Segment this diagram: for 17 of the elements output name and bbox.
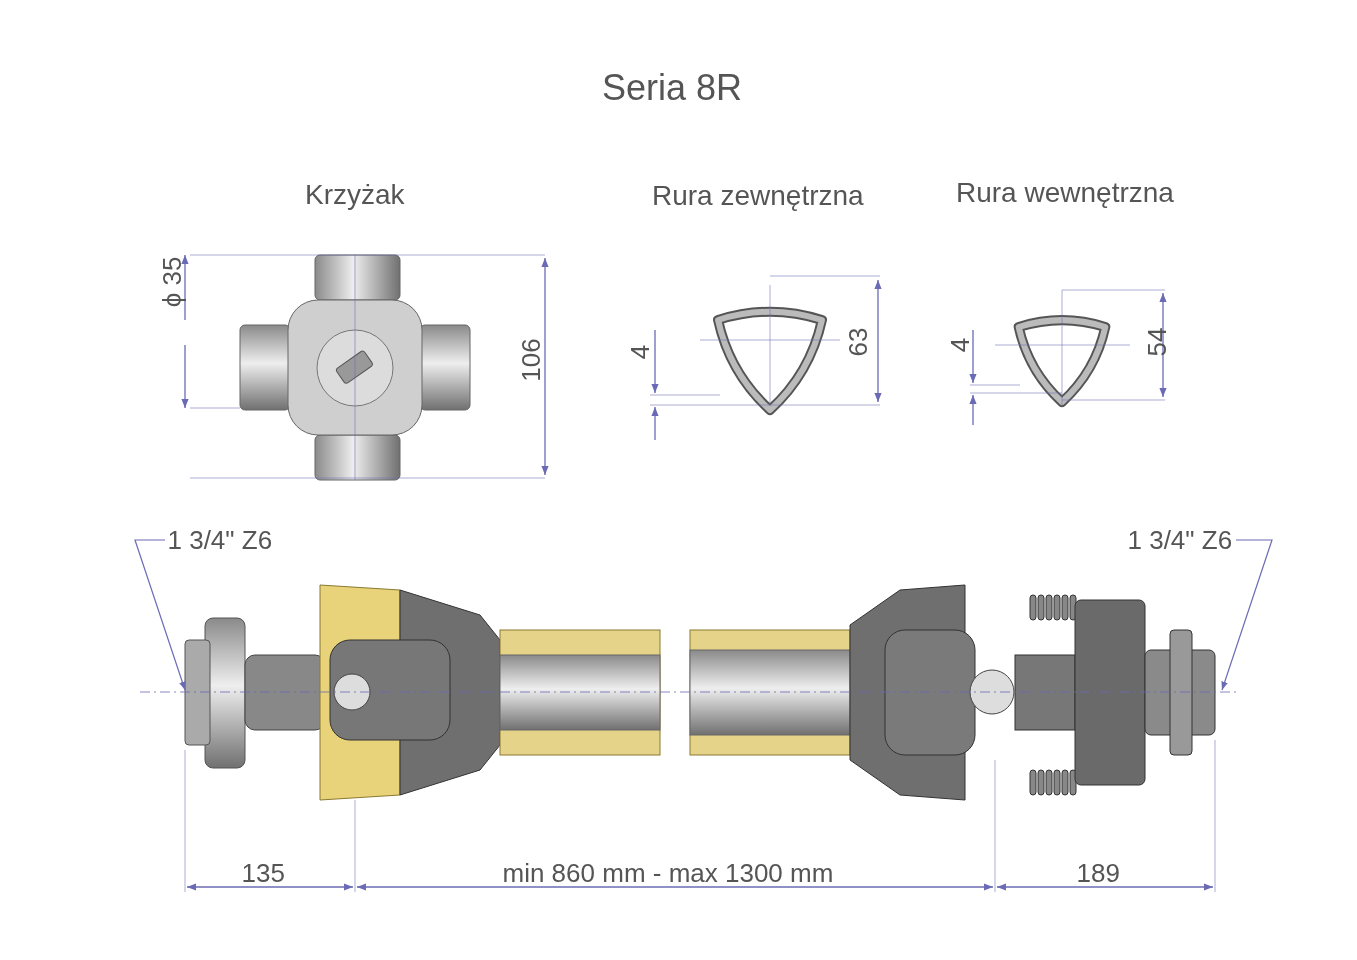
thread-label: 1 3/4" Z6 — [167, 527, 273, 553]
heading: Rura zewnętrzna — [652, 182, 864, 210]
heading: Krzyżak — [305, 181, 405, 209]
dimension-label: 4 — [947, 337, 974, 353]
dimension-label: min 860 mm - max 1300 mm — [502, 860, 834, 886]
dimension-label: ϕ 35 — [158, 256, 185, 308]
heading: Rura wewnętrzna — [956, 179, 1174, 207]
dimension-label: 135 — [241, 860, 285, 886]
dimension-label: 54 — [1143, 327, 1170, 357]
dimension-label: 63 — [844, 327, 871, 357]
leader-line — [134, 539, 186, 691]
title: Seria 8R — [602, 70, 743, 106]
thread-label: 1 3/4" Z6 — [1127, 527, 1233, 553]
dimension-label: 189 — [1076, 860, 1120, 886]
dimension-label: 106 — [517, 338, 544, 382]
leader-line — [1221, 539, 1273, 691]
dimension-label: 4 — [627, 344, 654, 360]
